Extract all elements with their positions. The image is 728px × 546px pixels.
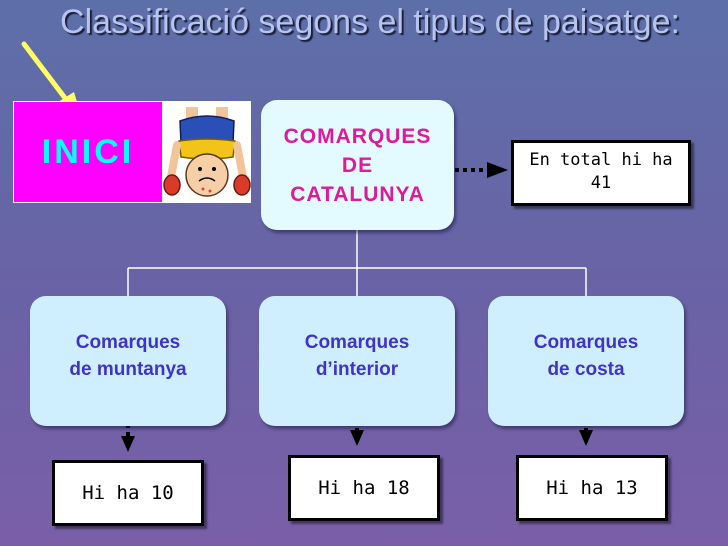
category-box-interior: Comarques d’interior [259, 296, 455, 426]
category-box-costa: Comarques de costa [488, 296, 684, 426]
count-box-costa: Hi ha 13 [516, 455, 668, 521]
child-upside-down-illustration [163, 101, 251, 203]
count-box-muntanya: Hi ha 10 [52, 460, 204, 526]
page-title: Classificació segons el tipus de paisatg… [60, 3, 680, 41]
total-count-box: En total hi ha 41 [511, 140, 691, 206]
count-box-interior: Hi ha 18 [288, 455, 440, 521]
category-box-muntanya: Comarques de muntanya [30, 296, 226, 426]
root-node-box: COMARQUES DE CATALUNYA [261, 100, 454, 230]
inici-button[interactable]: INICI [13, 101, 163, 203]
